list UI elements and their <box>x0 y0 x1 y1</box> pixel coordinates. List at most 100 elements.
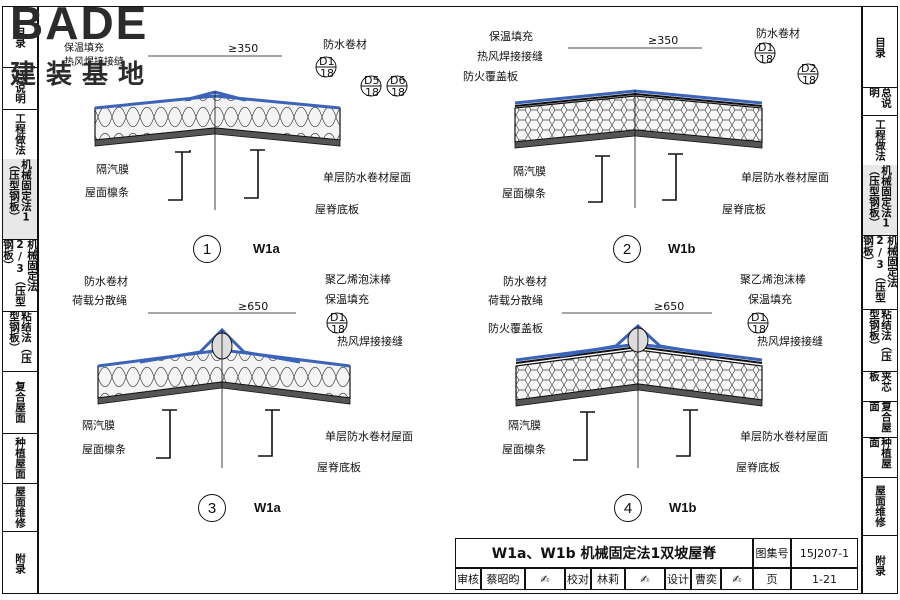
detail-4-ridge-drawing <box>515 312 763 468</box>
detail-4-label-weld: 热风焊接接缝 <box>757 334 823 348</box>
review-label: 审核 <box>455 568 481 590</box>
left-tab-label: 附录 <box>14 552 26 574</box>
detail-2-ref-d2[interactable]: D2 18 <box>797 62 819 87</box>
left-tab-label: 工程做法 <box>14 113 26 155</box>
purlin-right <box>244 149 265 199</box>
atlas-label: 图集号 <box>753 538 791 568</box>
detail-3-ridge-drawing <box>97 312 351 468</box>
right-tab-bonding[interactable]: 粘结法（压型钢板） <box>863 309 897 372</box>
detail-3-label-foam: 聚乙烯泡沫棒 <box>325 272 391 286</box>
reviewer-signature: ✍ <box>525 568 565 590</box>
detail-4-label-foam: 聚乙烯泡沫棒 <box>740 272 806 286</box>
atlas-number: 15J207-1 <box>791 538 858 568</box>
right-tab-composite[interactable]: 复合屋面 <box>863 401 897 438</box>
detail-1-label-waterproof: 防水卷材 <box>323 37 367 51</box>
ref-top-text: D2 <box>801 62 816 75</box>
detail-1-ref-d5[interactable]: D5 18 <box>360 74 382 99</box>
right-tab-contents[interactable]: 目录 <box>863 7 897 88</box>
detail-3-label-base: 屋脊底板 <box>317 460 361 474</box>
detail-1-ref-d1[interactable]: D1 18 <box>315 55 337 80</box>
designer-signature: ✍ <box>721 568 753 590</box>
detail-2-label-single: 单层防水卷材屋面 <box>741 170 829 184</box>
right-tab-appendix[interactable]: 附录 <box>863 535 897 595</box>
logo-wordmark: BADE <box>10 0 149 49</box>
detail-2-ref-d1[interactable]: D1 18 <box>754 41 776 66</box>
detail-2-label-waterproof: 防水卷材 <box>756 26 800 40</box>
right-tab-green[interactable]: 种植屋面 <box>863 437 897 478</box>
left-tab-general[interactable]: 总说明 <box>3 67 37 110</box>
purlin-left <box>573 411 595 461</box>
detail-3-code: W1a <box>254 500 281 515</box>
detail-1-label-weld-faded: 热风焊接接缝 <box>64 55 124 68</box>
detail-4-number: 4 <box>614 494 642 522</box>
title-block: W1a、W1b 机械固定法1双坡屋脊 图集号 15J207-1 审核 蔡昭昀 ✍… <box>455 538 858 590</box>
ref-top-text: D6 <box>390 74 405 87</box>
left-tab-composite[interactable]: 复合屋面 <box>3 371 37 434</box>
right-tab-method23[interactable]: 机械固定法2/3（压型钢板） <box>862 235 898 310</box>
right-tab-label: 屋面维修 <box>874 485 886 527</box>
detail-3-number: 3 <box>198 494 226 522</box>
left-tab-contents[interactable]: 目录 <box>3 7 37 68</box>
right-tab-label: 机械固定法1（压型钢板） <box>868 165 892 230</box>
detail-3-ref-d1[interactable]: D1 18 <box>326 311 348 336</box>
check-label: 校对 <box>565 568 591 590</box>
ref-top-text: D1 <box>330 311 345 324</box>
reviewer-name: 蔡昭昀 <box>481 568 525 590</box>
detail-4-dimension: ≥650 <box>654 300 684 313</box>
ref-bottom-text: 18 <box>752 323 766 336</box>
right-tab-sandwich[interactable]: 夹芯板 <box>863 371 897 402</box>
detail-1-ridge-drawing <box>94 55 341 210</box>
detail-1-label-base: 屋脊底板 <box>315 202 359 216</box>
detail-3-dimension: ≥650 <box>238 300 268 313</box>
detail-1-code: W1a <box>253 241 280 256</box>
left-tab-repair[interactable]: 屋面维修 <box>3 483 37 532</box>
left-tab-green[interactable]: 种植屋面 <box>3 433 37 484</box>
detail-2-label-fire: 防火覆盖板 <box>463 69 518 83</box>
left-tab-method1[interactable]: 机械固定法1（压型钢板） <box>3 159 37 240</box>
right-tab-label: 附录 <box>874 554 886 576</box>
drawing-title: W1a、W1b 机械固定法1双坡屋脊 <box>455 538 753 568</box>
right-tab-label: 总说明 <box>868 87 892 108</box>
ref-bottom-text: 18 <box>331 323 345 336</box>
detail-1-label-single: 单层防水卷材屋面 <box>323 170 411 184</box>
right-tab-method1[interactable]: 机械固定法1（压型钢板） <box>863 165 897 236</box>
checker-name: 林莉 <box>591 568 625 590</box>
left-tab-label: 总说明 <box>14 72 26 104</box>
detail-1-label-vapor: 隔汽膜 <box>96 162 129 176</box>
detail-1-number: 1 <box>193 235 221 263</box>
detail-3-label-waterproof: 防水卷材 <box>84 274 128 288</box>
left-tab-method23[interactable]: 机械固定法2/3（压型钢板） <box>2 239 38 312</box>
right-tab-repair[interactable]: 屋面维修 <box>863 477 897 536</box>
ref-top-text: D1 <box>751 311 766 324</box>
checker-signature: ✍ <box>625 568 665 590</box>
right-tab-label: 机械固定法2/3（压型钢板） <box>862 235 898 303</box>
ref-top-text: D1 <box>319 55 334 68</box>
detail-2-label-weld: 热风焊接接缝 <box>477 49 543 63</box>
detail-4-label-rope: 荷载分散绳 <box>488 293 543 307</box>
detail-2-dimension: ≥350 <box>648 34 678 47</box>
detail-4-label-vapor: 隔汽膜 <box>508 418 541 432</box>
detail-1-ref-d6[interactable]: D6 18 <box>386 74 408 99</box>
detail-3-label-weld: 热风焊接接缝 <box>337 334 403 348</box>
ref-bottom-text: 18 <box>365 86 379 99</box>
left-tab-appendix[interactable]: 附录 <box>3 531 37 595</box>
ref-bottom-text: 18 <box>391 86 405 99</box>
drawing-area <box>38 6 862 594</box>
right-index-strip: 目录 总说明 工程做法 机械固定法1（压型钢板） 机械固定法2/3（压型钢板） … <box>862 6 898 594</box>
left-tab-bonding[interactable]: 粘结法（压型钢板） <box>3 311 37 372</box>
detail-4-code: W1b <box>669 500 697 515</box>
design-label: 设计 <box>665 568 691 590</box>
purlin-left <box>168 150 191 201</box>
page-label: 页 <box>753 568 791 590</box>
detail-4-ref-d1[interactable]: D1 18 <box>747 311 769 336</box>
left-index-strip: 目录 总说明 工程做法 机械固定法1（压型钢板） 机械固定法2/3（压型钢板） … <box>2 6 38 594</box>
brand-logo: BADE 建装基地 <box>6 0 176 90</box>
ref-bottom-text: 18 <box>759 53 773 66</box>
right-tab-general[interactable]: 总说明 <box>863 87 897 116</box>
left-tab-label: 粘结法（压型钢板） <box>8 311 32 364</box>
detail-4-label-purlin: 屋面檩条 <box>502 442 546 456</box>
purlin-left <box>588 155 610 203</box>
detail-3-label-vapor: 隔汽膜 <box>82 418 115 432</box>
detail-3-label-single: 单层防水卷材屋面 <box>325 429 413 443</box>
